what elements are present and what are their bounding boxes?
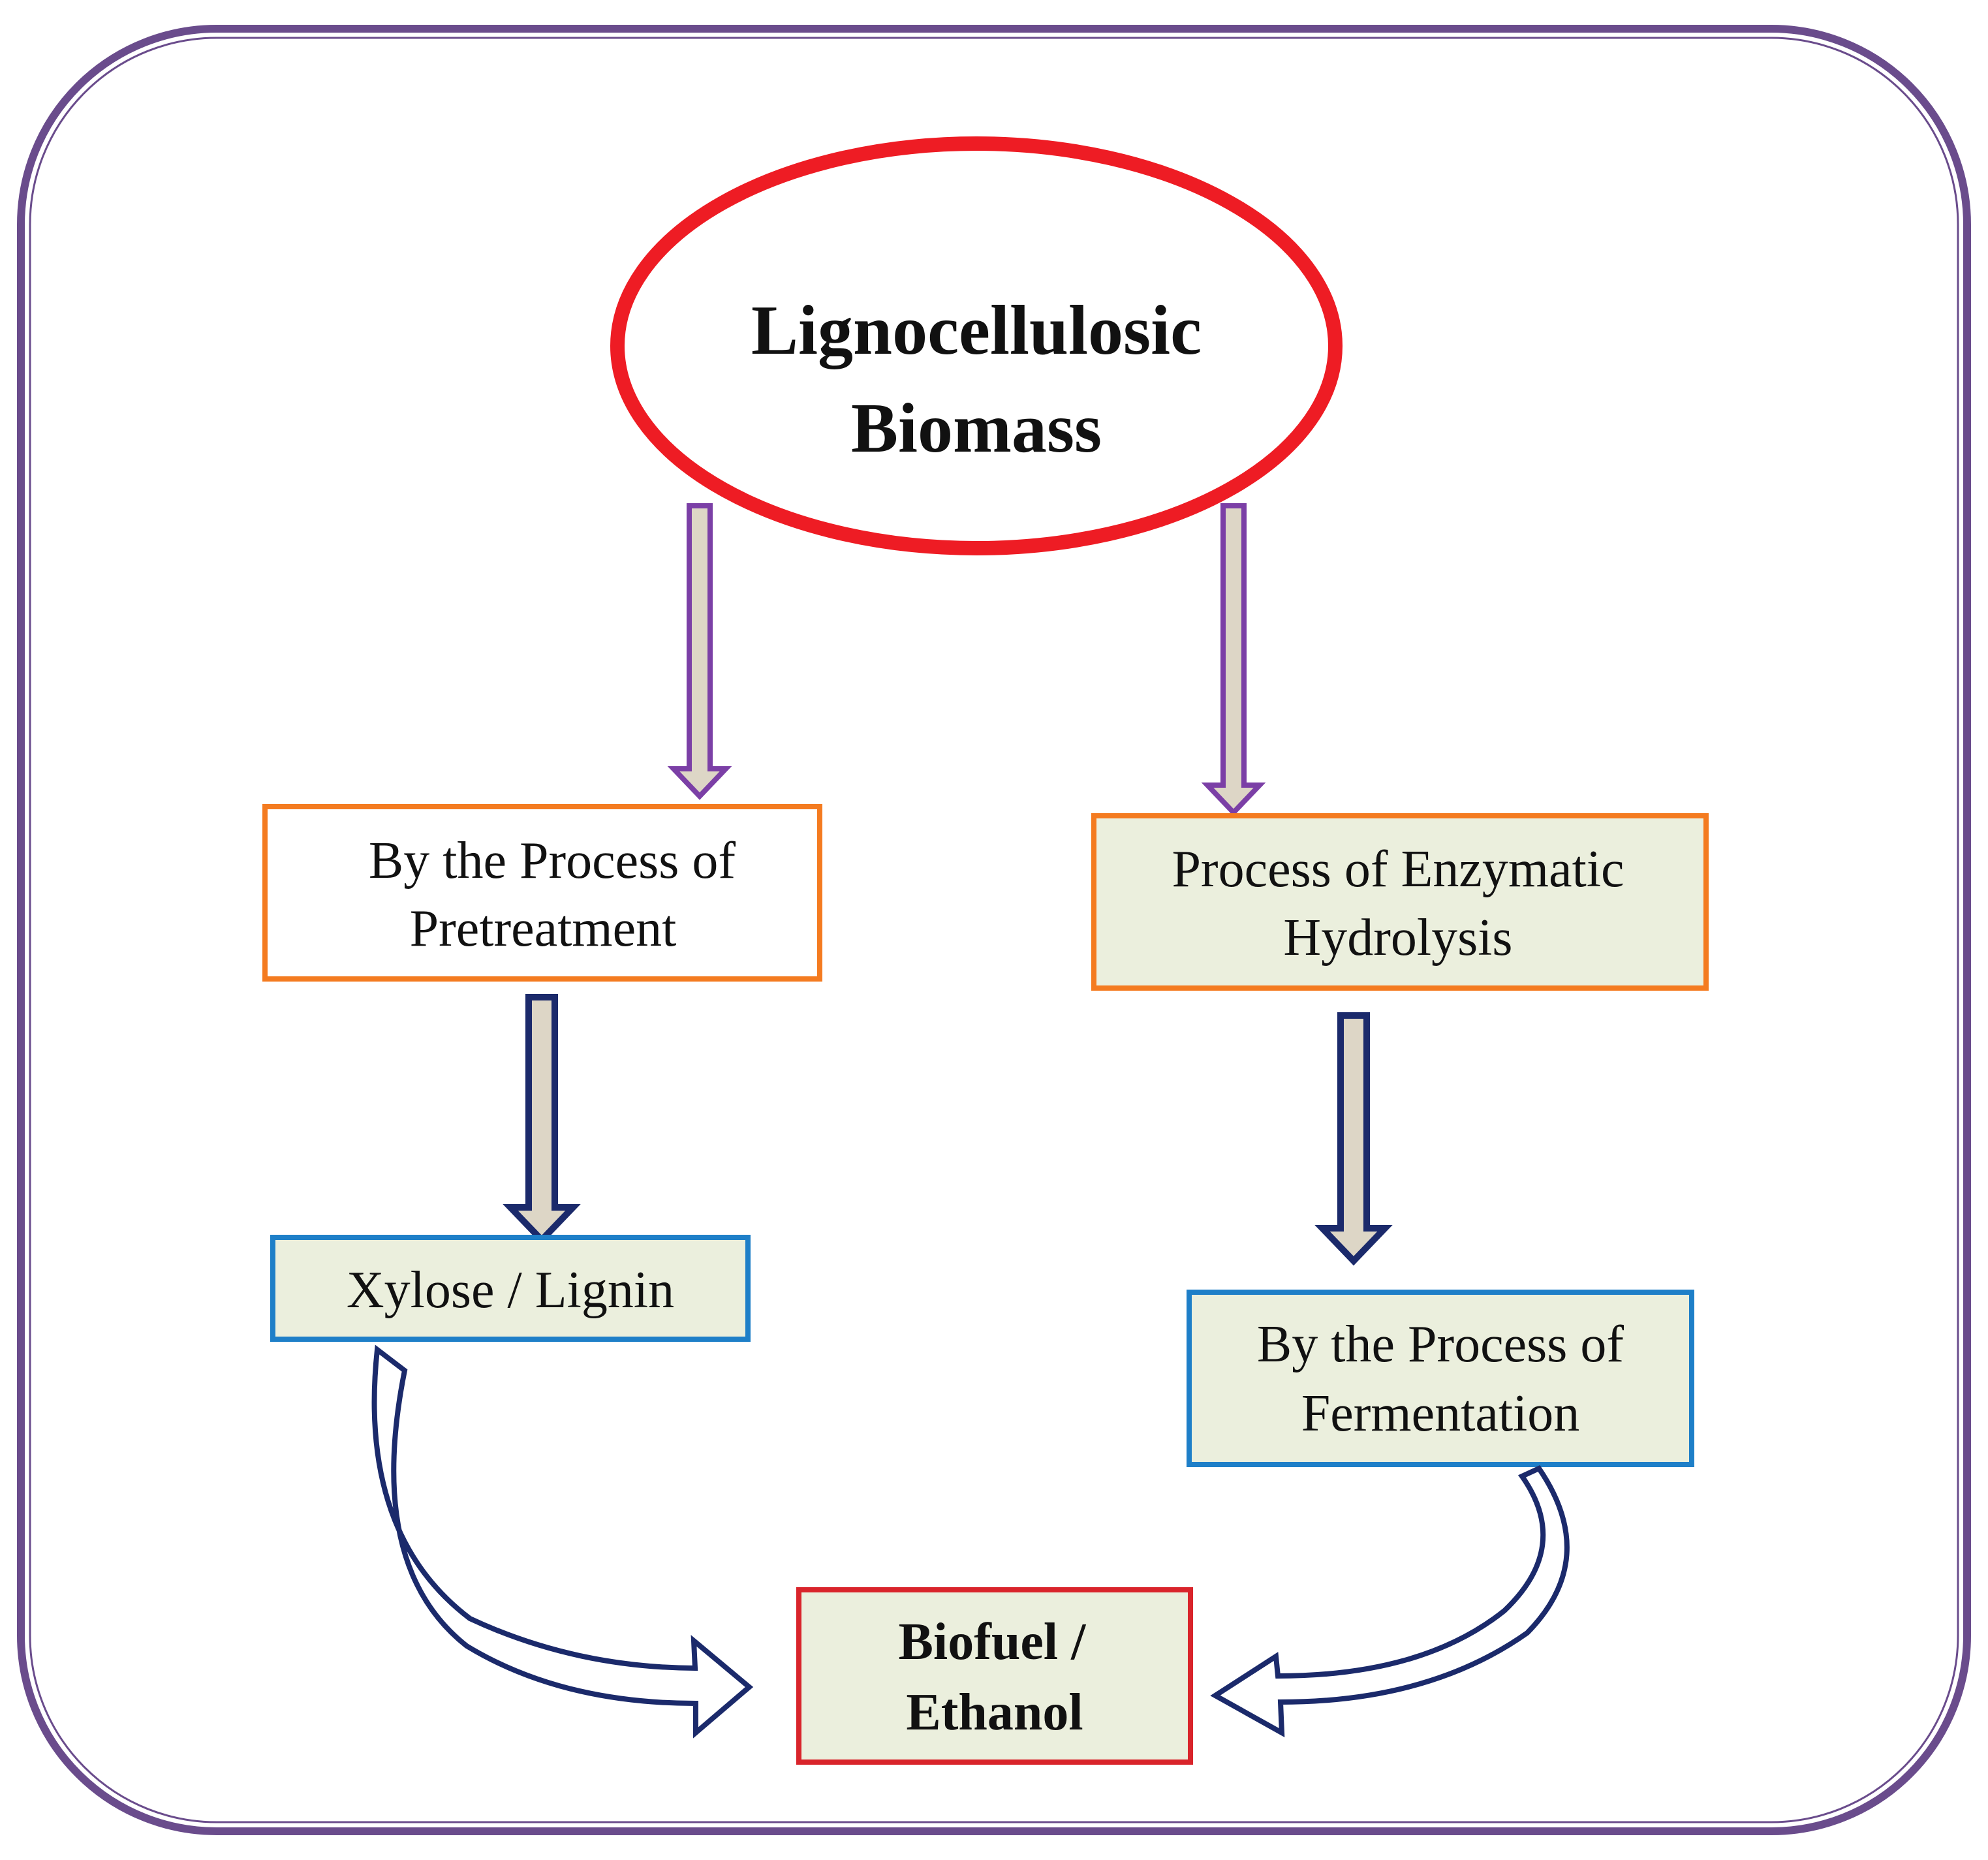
outer-frame-inner-line (29, 37, 1959, 1823)
source-label-line1: Lignocellulosic (751, 292, 1202, 369)
outer-frame (17, 25, 1971, 1835)
arrow-to-fermentation (1314, 1012, 1393, 1266)
pretreatment-label-line1: By the Process of (369, 832, 736, 890)
fermentation-label-line2: Fermentation (1301, 1385, 1580, 1442)
curved-arrow-xylose-to-product (371, 1344, 754, 1739)
product-box (796, 1587, 1193, 1765)
pretreatment-box (262, 804, 822, 982)
fermentation-box (1187, 1290, 1694, 1467)
arrow-to-xylose (503, 994, 581, 1245)
arrow-to-pretreatment (667, 503, 732, 800)
fermentation-label-line1: By the Process of (1257, 1316, 1624, 1373)
arrow-to-hydrolysis (1201, 503, 1266, 816)
source-ellipse (610, 136, 1343, 555)
hydrolysis-label-line1: Process of Enzymatic (1172, 841, 1624, 898)
product-label-line1: Biofuel / (899, 1613, 1087, 1671)
pretreatment-label-line2: Pretreatment (410, 900, 677, 957)
source-label-line2: Biomass (851, 390, 1102, 467)
curved-arrow-fermentation-to-product (1210, 1465, 1570, 1737)
hydrolysis-label-line2: Hydrolysis (1283, 909, 1512, 967)
hydrolysis-box (1091, 813, 1709, 991)
xylose-lignin-label: Xylose / Lignin (347, 1262, 674, 1319)
xylose-lignin-box (270, 1235, 751, 1342)
product-label-line2: Ethanol (906, 1684, 1083, 1741)
